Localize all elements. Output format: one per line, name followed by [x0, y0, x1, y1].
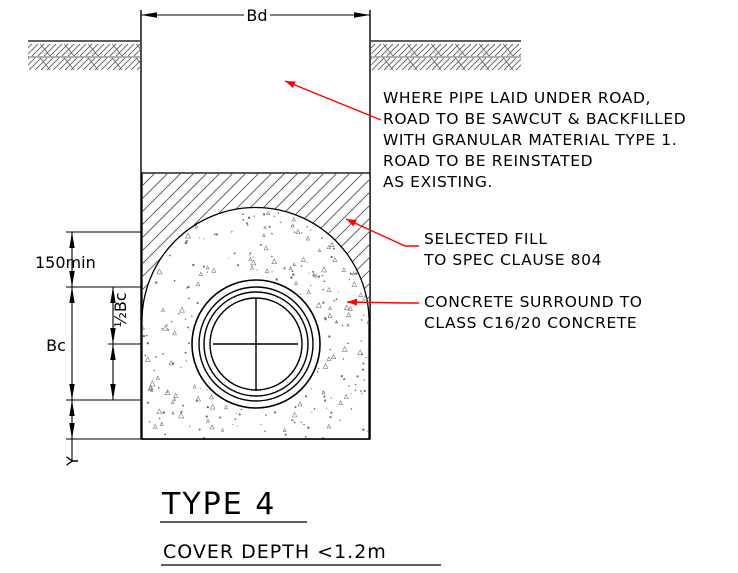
diagram-title: TYPE 4 — [161, 487, 276, 522]
pipe-diameter-label: Bc — [46, 336, 66, 355]
surround-note-leader — [346, 298, 419, 306]
cover-min-label: 150min — [35, 253, 96, 272]
bedding-dimension-label: Y — [63, 456, 82, 467]
fill-note-leader — [345, 218, 419, 247]
concrete-surround-note: CONCRETE SURROUND TO CLASS C16/20 CONCRE… — [424, 293, 648, 332]
road-note: WHERE PIPE LAID UNDER ROAD, ROAD TO BE S… — [383, 89, 692, 191]
annotation-leaders — [284, 80, 419, 306]
trench-width-dimension: Bd — [141, 6, 370, 25]
road-note-leader — [284, 80, 382, 121]
trench-width-label: Bd — [246, 6, 267, 25]
natural-ground-hatch-right — [371, 43, 521, 71]
diagram-subtitle: COVER DEPTH <1.2m — [163, 541, 387, 563]
selected-fill-note: SELECTED FILL TO SPEC CLAUSE 804 — [423, 230, 602, 269]
natural-ground-hatch-left — [28, 43, 140, 71]
pipe-cross-section — [191, 279, 321, 409]
half-diameter-label: ½Bc — [111, 292, 130, 327]
dimension-arrowheads — [69, 232, 116, 439]
